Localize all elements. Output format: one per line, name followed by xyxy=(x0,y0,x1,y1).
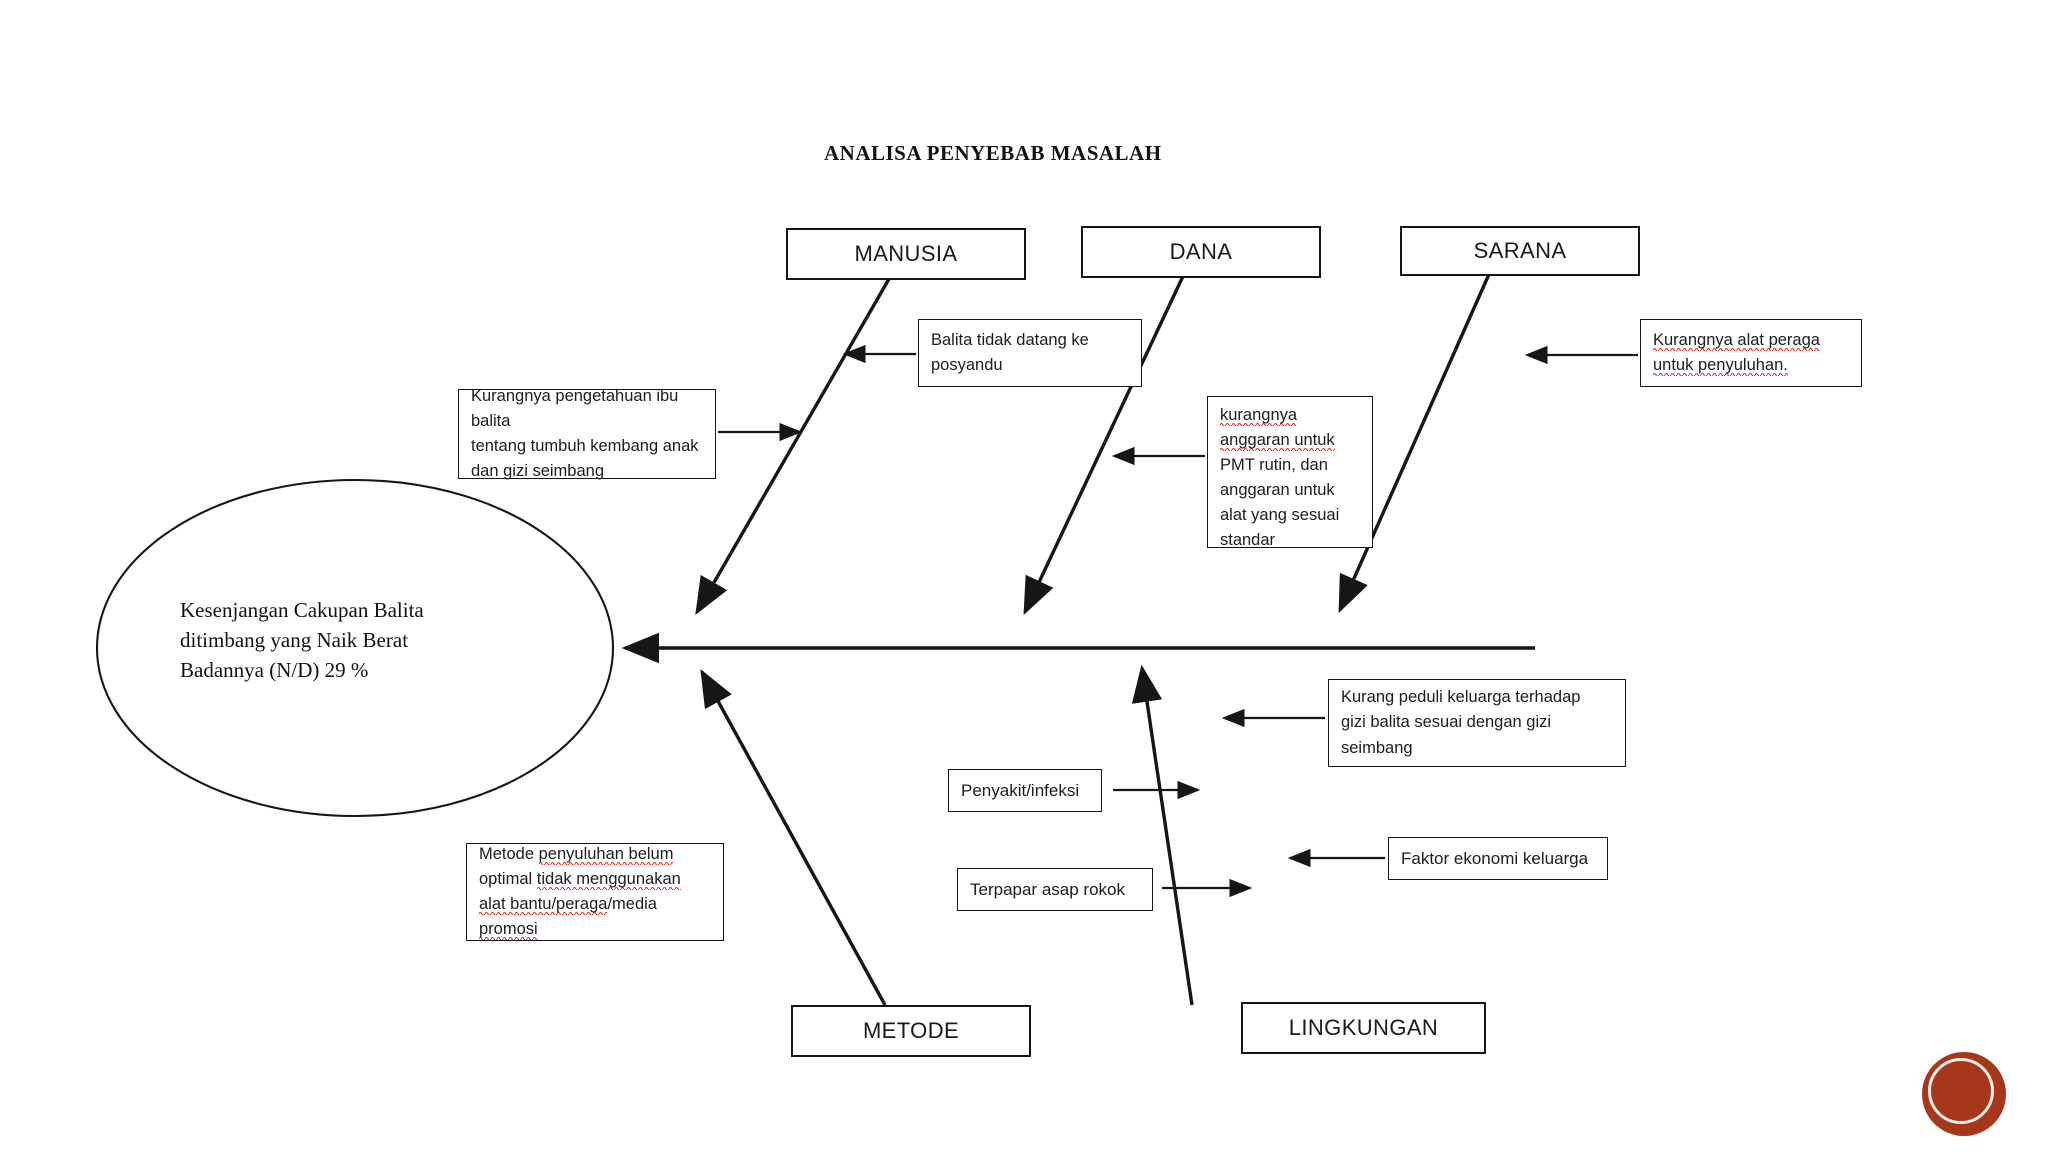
category-label-lingkungan: LINGKUNGAN xyxy=(1288,1015,1439,1040)
category-label-manusia: MANUSIA xyxy=(854,241,958,266)
rib-manusia xyxy=(695,271,895,615)
cause-box-penyakit-infeksi[interactable]: Penyakit/infeksi xyxy=(948,769,1102,812)
category-box-metode[interactable]: METODE xyxy=(791,1005,1031,1057)
category-label-dana: DANA xyxy=(1169,239,1233,264)
effect-line-3: Badannya (N/D) 29 % xyxy=(180,657,369,682)
effect-line-2: ditimbang yang Naik Berat xyxy=(180,627,409,652)
category-box-dana[interactable]: DANA xyxy=(1081,226,1321,278)
category-box-lingkungan[interactable]: LINGKUNGAN xyxy=(1241,1002,1486,1054)
cause-box-terpapar-asap-rokok[interactable]: Terpapar asap rokok xyxy=(957,868,1153,911)
effect-line-1: Kesenjangan Cakupan Balita xyxy=(180,598,424,622)
effect-ellipse xyxy=(95,478,615,818)
rib-lingkungan xyxy=(1131,664,1194,1006)
effect-label: Kesenjangan Cakupan Balita ditimbang yan… xyxy=(180,596,540,685)
red-circular-seal-icon xyxy=(1922,1052,2006,1136)
rib-metode xyxy=(700,669,887,1006)
category-box-manusia[interactable]: MANUSIA xyxy=(786,228,1026,280)
rib-dana xyxy=(1023,271,1187,616)
category-label-sarana: SARANA xyxy=(1473,238,1567,263)
page-title: ANALISA PENYEBAB MASALAH xyxy=(824,141,1162,165)
category-box-sarana[interactable]: SARANA xyxy=(1400,226,1640,276)
category-label-metode: METODE xyxy=(862,1018,960,1043)
rib-sarana xyxy=(1338,271,1492,614)
cause-box-faktor-ekonomi[interactable]: Faktor ekonomi keluarga xyxy=(1388,837,1608,880)
